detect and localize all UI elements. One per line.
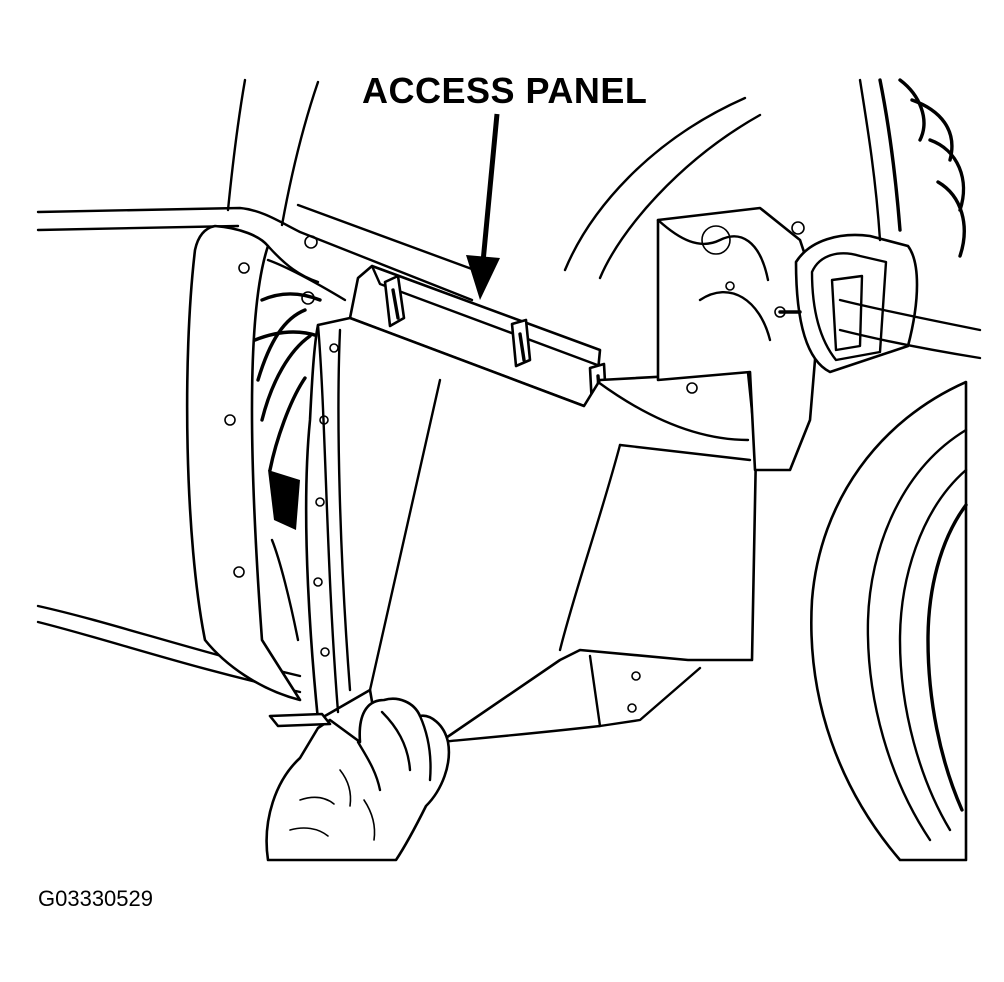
- tire: [810, 380, 968, 862]
- figure-id: G03330529: [38, 886, 153, 911]
- access-panel-label: ACCESS PANEL: [362, 70, 648, 111]
- suspension-assembly: [656, 78, 982, 472]
- wheel-arch-flange: [185, 224, 320, 702]
- access-panel: [304, 316, 758, 750]
- wheel-well-interior: [253, 235, 347, 642]
- callout-arrow: [466, 113, 500, 300]
- hand: [265, 697, 451, 862]
